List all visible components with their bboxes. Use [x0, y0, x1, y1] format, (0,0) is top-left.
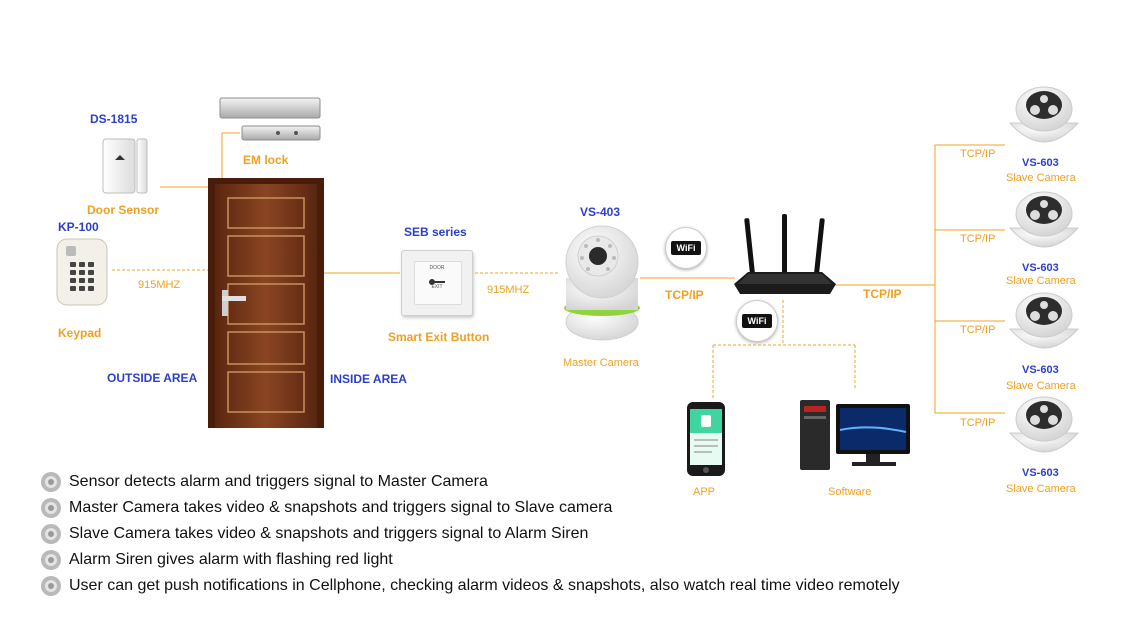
list-item: Master Camera takes video & snapshots an…: [40, 496, 612, 520]
software-label: Software: [828, 486, 872, 498]
exit-button-text-top: DOOR: [429, 265, 445, 271]
slave-camera-model: VS-603: [1022, 262, 1059, 274]
slave-camera-label: Slave Camera: [1006, 275, 1076, 287]
dome-camera-icon: [1008, 191, 1080, 248]
wifi-icon: WiFi: [742, 314, 772, 328]
step-text: Alarm Siren gives alarm with flashing re…: [69, 551, 393, 568]
router-icon: [734, 214, 836, 294]
list-item: Slave Camera takes video & snapshots and…: [40, 522, 588, 546]
slave-camera-label: Slave Camera: [1006, 483, 1076, 495]
step-text: Master Camera takes video & snapshots an…: [69, 499, 613, 516]
gear-icon: [41, 576, 61, 596]
gear-icon: [41, 498, 61, 518]
wifi-badge-bottom: WiFi: [736, 300, 778, 342]
door-sensor-model: DS-1815: [90, 112, 138, 126]
master-camera-device: [560, 222, 644, 349]
smart-exit-label: Smart Exit Button: [388, 330, 490, 344]
step-text: Slave Camera takes video & snapshots and…: [69, 525, 589, 542]
inside-area-label: INSIDE AREA: [330, 372, 407, 386]
em-lock-label: EM lock: [243, 153, 289, 167]
camera-icon: [564, 225, 640, 341]
slave-camera-label: Slave Camera: [1006, 172, 1076, 184]
computer-device: [800, 398, 912, 477]
exit-button-device: DOOR EXIT: [401, 250, 473, 316]
exit-button-text-bottom: EXIT: [431, 284, 443, 290]
em-lock-icon: [219, 97, 321, 141]
key-icon: [428, 273, 446, 291]
master-camera-label: Master Camera: [563, 357, 639, 369]
slave-camera-item: [1008, 289, 1080, 366]
tcpip-master-label: TCP/IP: [665, 288, 704, 302]
smartphone-device: [686, 401, 726, 482]
slave-camera-model: VS-603: [1022, 467, 1059, 479]
slave-camera-item: [1008, 393, 1080, 470]
dome-camera-icon: [1008, 86, 1080, 143]
slave-link-label: TCP/IP: [960, 233, 996, 245]
freq-label-right: 915MHZ: [487, 284, 530, 296]
gear-icon: [41, 524, 61, 544]
door-sensor-device: [102, 138, 148, 196]
smartphone-icon: [687, 402, 725, 476]
keypad-device: [56, 238, 108, 313]
wifi-icon: WiFi: [671, 241, 701, 255]
door-icon: [208, 178, 324, 428]
em-lock-device: [218, 96, 322, 151]
wifi-badge-top: WiFi: [665, 227, 707, 269]
slave-camera-item: [1008, 188, 1080, 265]
door-sensor-icon: [102, 138, 148, 194]
slave-camera-item: [1008, 83, 1080, 160]
door-sensor-label: Door Sensor: [87, 203, 160, 217]
door: [208, 178, 324, 433]
dome-camera-icon: [1008, 292, 1080, 349]
step-text: User can get push notifications in Cellp…: [69, 577, 900, 594]
list-item: User can get push notifications in Cellp…: [40, 574, 900, 598]
dome-camera-icon: [1008, 396, 1080, 453]
slave-camera-label: Slave Camera: [1006, 380, 1076, 392]
tcpip-router-label: TCP/IP: [863, 287, 902, 301]
app-label: APP: [693, 486, 716, 498]
slave-link-label: TCP/IP: [960, 324, 996, 336]
gear-icon: [41, 550, 61, 570]
router-device: [730, 214, 840, 305]
gear-icon: [41, 472, 61, 492]
slave-camera-model: VS-603: [1022, 157, 1059, 169]
outside-area-label: OUTSIDE AREA: [107, 371, 198, 385]
list-item: Alarm Siren gives alarm with flashing re…: [40, 548, 393, 572]
keypad-label: Keypad: [58, 326, 102, 340]
slave-link-label: TCP/IP: [960, 148, 996, 160]
freq-label-left: 915MHZ: [138, 279, 181, 291]
seb-model: SEB series: [404, 225, 467, 239]
step-text: Sensor detects alarm and triggers signal…: [69, 473, 488, 490]
keypad-model: KP-100: [58, 220, 99, 234]
slave-camera-model: VS-603: [1022, 364, 1059, 376]
keypad-icon: [56, 238, 108, 306]
computer-icon: [800, 400, 910, 470]
master-camera-model: VS-403: [580, 205, 621, 219]
list-item: Sensor detects alarm and triggers signal…: [40, 470, 488, 494]
slave-link-label: TCP/IP: [960, 417, 996, 429]
